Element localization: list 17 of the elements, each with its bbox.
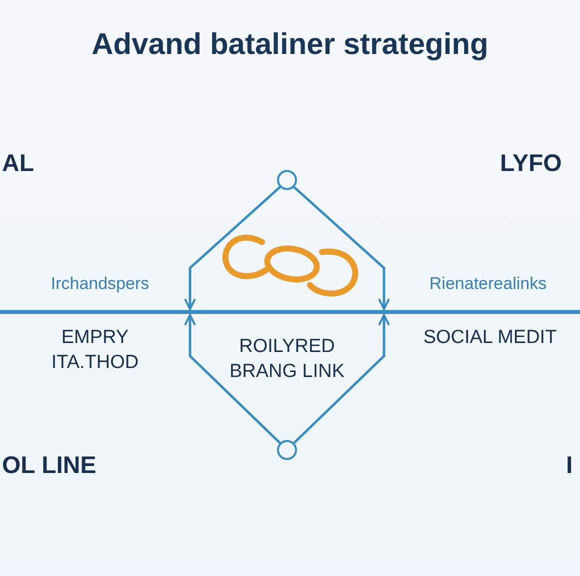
line-label: Irchandspers	[50, 274, 150, 294]
corner-label: OL LINE	[2, 452, 98, 481]
section-label: EMPRY ITA.THOD	[50, 326, 140, 375]
arrow	[184, 186, 281, 310]
title: Advand bataliner strateging	[90, 28, 490, 62]
corner-label: LYFO	[500, 150, 563, 179]
center-label: ROILYRED BRANG LINK	[228, 335, 346, 384]
line-label: Rienaterealinks	[428, 274, 548, 294]
arrow	[293, 186, 390, 310]
arrow	[293, 314, 390, 444]
divider-bar	[0, 310, 580, 314]
loop-circle	[277, 440, 297, 460]
corner-label: AL	[2, 150, 35, 179]
loop-circle	[277, 170, 297, 190]
arrow	[184, 314, 281, 444]
corner-label: I	[566, 452, 574, 481]
section-label: SOCIAL MEDIT	[422, 326, 558, 350]
